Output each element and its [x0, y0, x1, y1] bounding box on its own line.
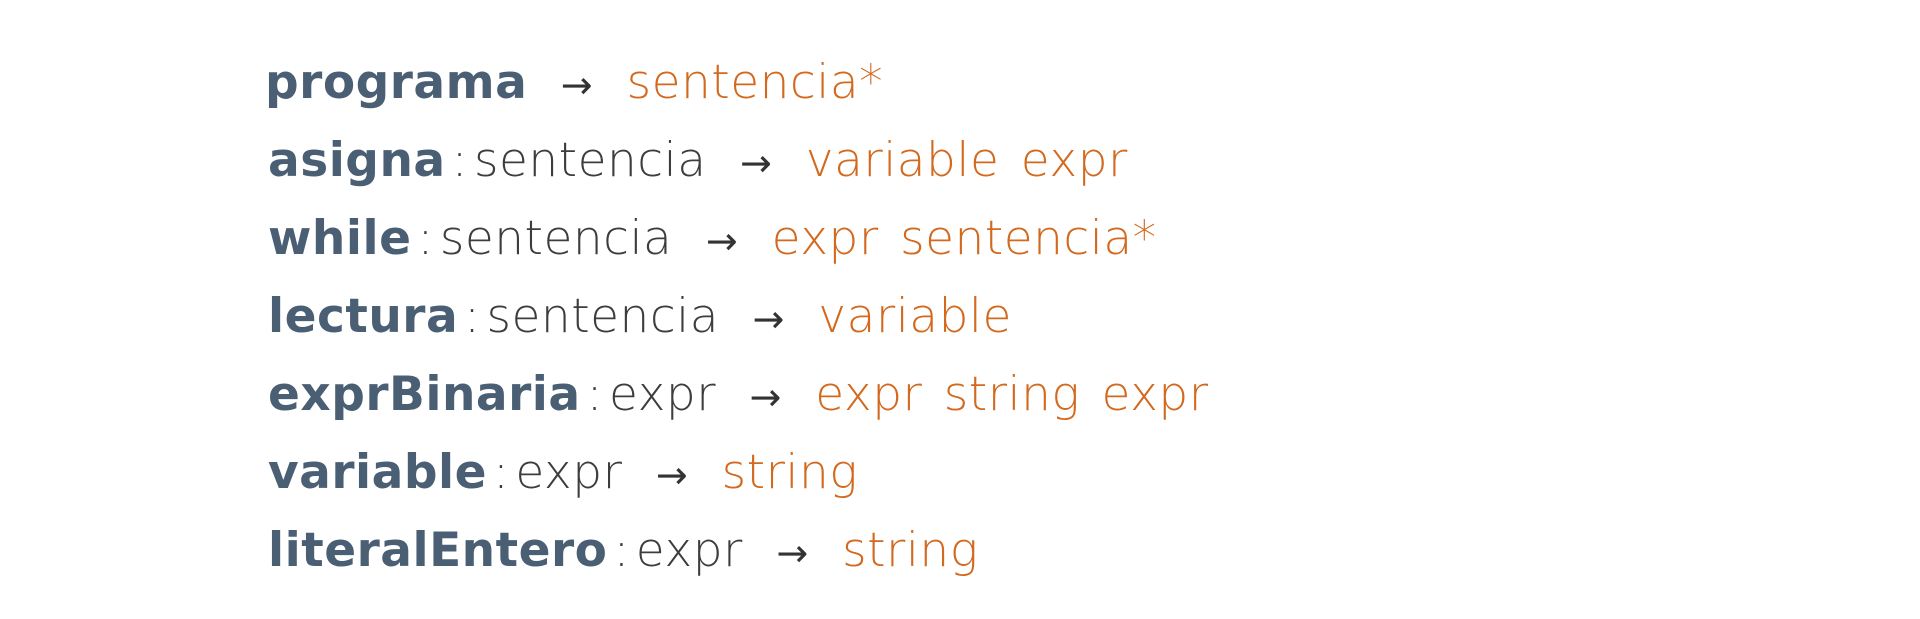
grammar-rule-programa: programa → sentencia*	[265, 48, 1209, 126]
grammar-rule-variable: variable:expr → string	[268, 438, 1209, 516]
rule-separator: :	[464, 289, 481, 344]
rule-name: literalEntero	[268, 523, 608, 578]
rule-separator: :	[451, 133, 468, 188]
rule-rhs: variable	[818, 289, 1012, 344]
rule-separator: :	[586, 367, 603, 422]
rule-name: exprBinaria	[268, 367, 581, 422]
arrow-icon: →	[560, 63, 594, 107]
rule-rhs: expr string expr	[815, 367, 1209, 422]
rule-rhs: expr sentencia*	[771, 211, 1157, 266]
arrow-icon: →	[752, 297, 785, 341]
rule-rhs: string	[721, 445, 858, 500]
rule-rhs: string	[842, 523, 979, 578]
arrow-icon: →	[655, 453, 689, 497]
rule-name: asigna	[268, 133, 446, 188]
grammar-rule-lectura: lectura:sentencia → variable	[268, 282, 1209, 360]
arrow-icon: →	[705, 219, 739, 263]
grammar-rules: programa → sentencia* asigna:sentencia →…	[265, 48, 1209, 594]
arrow-icon: →	[776, 531, 809, 575]
rule-separator: :	[613, 523, 630, 578]
rule-separator: :	[417, 211, 434, 266]
rule-parent: expr	[515, 445, 623, 500]
rule-separator: :	[493, 445, 510, 500]
arrow-icon: →	[739, 141, 773, 185]
grammar-rule-literalEntero: literalEntero:expr → string	[268, 516, 1209, 594]
rule-name: while	[268, 211, 412, 266]
grammar-rule-exprBinaria: exprBinaria:expr → expr string expr	[268, 360, 1209, 438]
rule-name: variable	[268, 445, 487, 500]
rule-rhs: sentencia*	[626, 55, 884, 110]
rule-name: lectura	[268, 289, 459, 344]
rule-parent: expr	[635, 523, 743, 578]
grammar-rule-while: while:sentencia → expr sentencia*	[268, 204, 1209, 282]
rule-parent: sentencia	[439, 211, 673, 266]
rule-name: programa	[265, 55, 528, 110]
rule-parent: sentencia	[473, 133, 707, 188]
rule-parent: expr	[608, 367, 717, 422]
grammar-rule-asigna: asigna:sentencia → variable expr	[268, 126, 1209, 204]
rule-parent: sentencia	[486, 289, 720, 344]
rule-rhs: variable expr	[805, 133, 1128, 188]
arrow-icon: →	[749, 375, 782, 419]
